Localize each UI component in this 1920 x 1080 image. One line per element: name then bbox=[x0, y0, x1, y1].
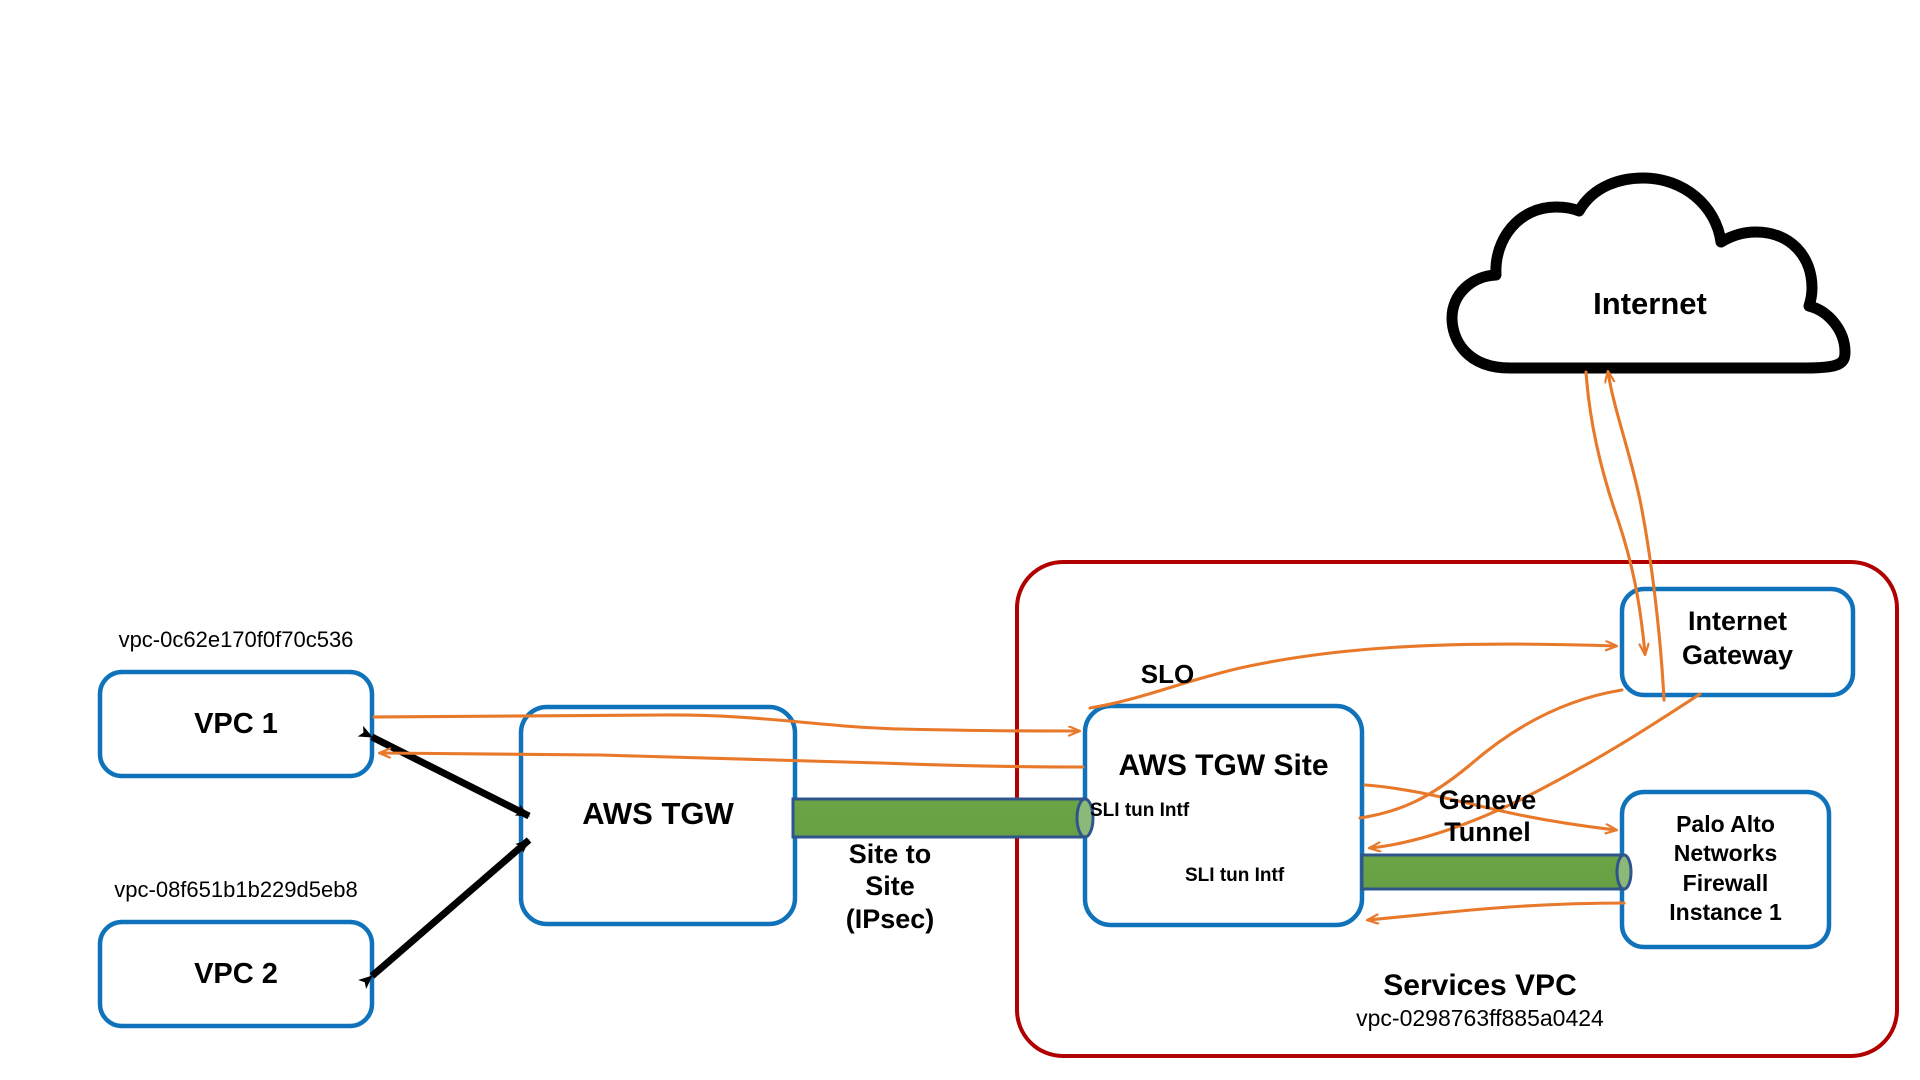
vpc1-box[interactable] bbox=[97, 669, 375, 779]
vpc1-id-label: vpc-0c62e170f0f70c536 bbox=[118, 627, 354, 652]
internet-gateway-box[interactable] bbox=[1619, 586, 1856, 698]
internet-cloud-icon bbox=[1446, 172, 1851, 374]
flow-tgwsite-to-firewall bbox=[1363, 783, 1616, 830]
flow-tgwsite-to-igw bbox=[1088, 644, 1616, 710]
geneve-tunnel bbox=[1360, 853, 1633, 891]
flow-igw-to-firewall bbox=[1358, 688, 1624, 820]
vpc1-label: VPC 1 bbox=[194, 708, 278, 740]
services-vpc-id-label: vpc-0298763ff885a0424 bbox=[1356, 1005, 1604, 1031]
slo-label: SLO bbox=[1140, 659, 1195, 689]
flow-igw-to-internet bbox=[1608, 372, 1666, 702]
flow-tgwsite-to-vpc1 bbox=[380, 753, 1085, 769]
site-to-site-tunnel-label: Site to Site (IPsec) bbox=[845, 839, 935, 934]
geneve-tunnel-label: Geneve Tunnel bbox=[1438, 785, 1537, 847]
link-vpc1-tgw bbox=[357, 725, 531, 820]
services-vpc-label: Services VPC bbox=[1383, 969, 1577, 1002]
firewall-label: Palo Alto Networks Firewall Instance 1 bbox=[1669, 811, 1782, 926]
site-to-site-tunnel bbox=[791, 797, 1095, 839]
sli-tun-intf-upper-label: SLI tun Intf bbox=[1090, 800, 1190, 821]
sli-tun-intf-lower-label: SLI tun Intf bbox=[1185, 865, 1285, 886]
vpc2-label: VPC 2 bbox=[194, 958, 278, 990]
flow-vpc1-to-tgwsite bbox=[372, 713, 1079, 731]
flow-firewall-to-tgwsite-upper bbox=[1370, 692, 1702, 848]
vpc2-id-label: vpc-08f651b1b229d5eb8 bbox=[114, 877, 358, 902]
link-vpc2-tgw bbox=[358, 837, 532, 990]
aws-tgw-label: AWS TGW bbox=[582, 796, 734, 831]
internet-label: Internet bbox=[1593, 286, 1707, 321]
internet-gateway-label: Internet Gateway bbox=[1681, 606, 1794, 670]
flow-firewall-to-tgwsite-lower bbox=[1368, 901, 1626, 920]
aws-tgw-site-label: AWS TGW Site bbox=[1118, 749, 1329, 782]
flow-internet-to-igw bbox=[1584, 370, 1645, 654]
